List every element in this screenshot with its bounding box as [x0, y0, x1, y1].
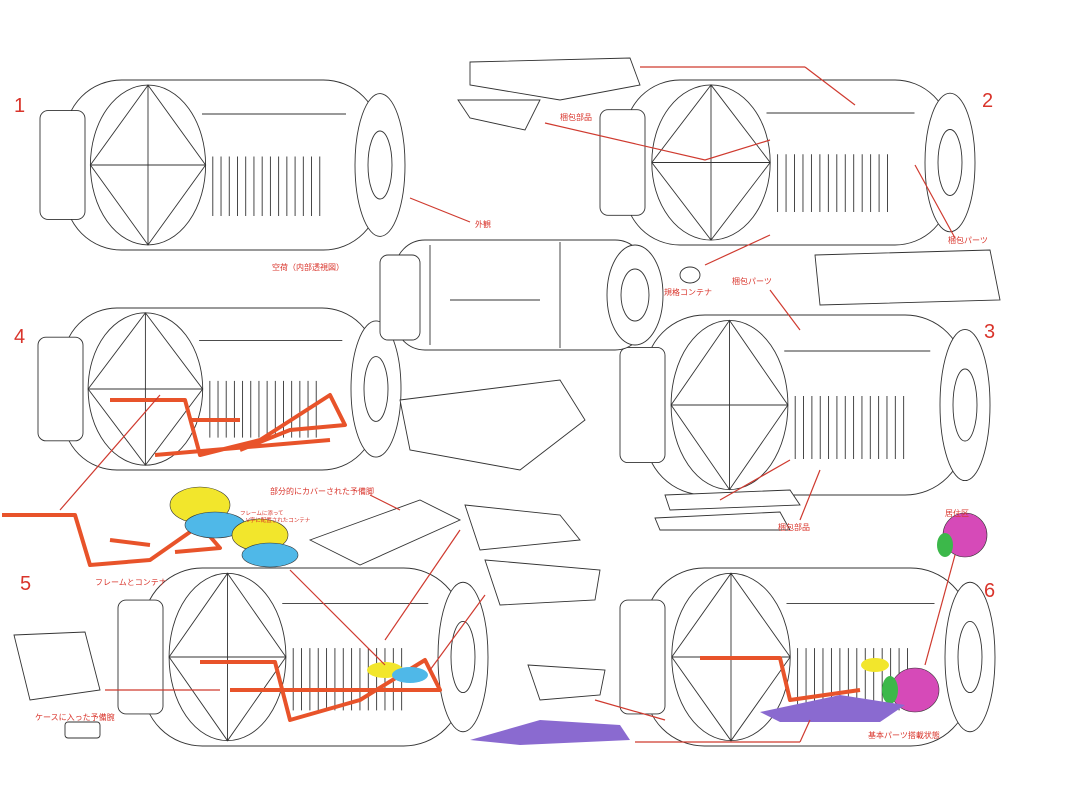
- label-v-containers-2: V字に配置されたコンテナ: [246, 516, 311, 524]
- label-packed-parts-bottom: 梱包部品: [778, 522, 810, 532]
- figure-number-4: 4: [14, 326, 25, 348]
- figure-number-1: 1: [14, 95, 25, 117]
- label-exterior: 外観: [475, 219, 491, 229]
- label-partially-covered-leg: 部分的にカバーされた予備脚: [270, 486, 374, 496]
- figure-number-2: 2: [982, 90, 993, 112]
- pod-1-cutaway-drawing: [39, 79, 406, 251]
- label-living-quarters: 居住区: [945, 508, 969, 518]
- label-standard-container: 規格コンテナ: [664, 287, 712, 297]
- label-cased-arm: ケースに入った予備腕: [35, 712, 115, 722]
- pod-4-cutaway-drawing: [37, 307, 402, 471]
- label-packed-parts-mid: 梱包パーツ: [732, 276, 772, 286]
- exterior-pod-drawing: [379, 239, 664, 351]
- orange-frames: [2, 393, 861, 722]
- leader-lines: [59, 66, 956, 743]
- label-packed-parts-right: 梱包パーツ: [948, 235, 988, 245]
- pod-5-cutaway-drawing: [117, 567, 489, 747]
- figure-number-6: 6: [984, 580, 995, 602]
- label-v-containers-1: フレームに添って: [240, 509, 284, 517]
- label-empty-cutaway: 空荷（内部透視図）: [272, 262, 344, 272]
- figure-number-3: 3: [984, 321, 995, 343]
- label-base-parts-loaded: 基本パーツ搭載状態: [868, 730, 940, 740]
- pod-3-cutaway-drawing: [619, 314, 991, 496]
- packed-parts-drawings: [13, 57, 1001, 739]
- label-frame-and-container: フレームとコンテナ: [95, 578, 167, 587]
- label-packed-parts-top: 梱包部品: [560, 112, 592, 122]
- containers-colored: [169, 486, 988, 745]
- pod-2-cutaway-drawing: [599, 79, 976, 246]
- figure-number-5: 5: [20, 573, 31, 595]
